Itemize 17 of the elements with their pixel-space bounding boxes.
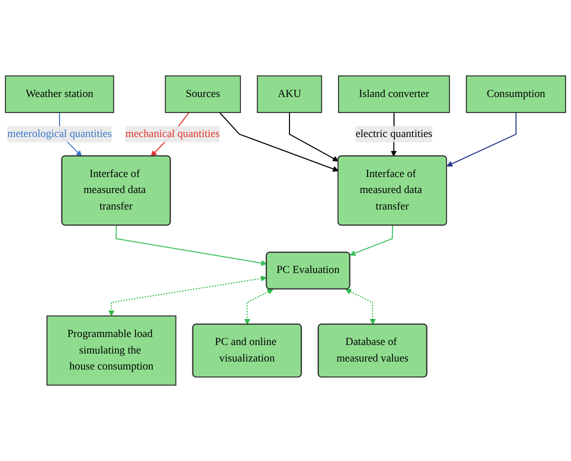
arrow (219, 112, 339, 172)
arrow (345, 288, 376, 325)
node-box: Programmable load simulating the house consumption (46, 315, 176, 386)
node-box: Weather station (4, 75, 114, 113)
edge-label: meterological quantities (7, 128, 112, 140)
node-box: Sources (164, 75, 241, 113)
arrow (350, 225, 394, 256)
node-box: Island converter (338, 75, 450, 113)
arrow (116, 225, 267, 266)
arrow (446, 112, 516, 167)
edge-label: electric quantities (356, 128, 432, 140)
node-box: Consumption (466, 75, 566, 113)
arrow (244, 289, 274, 325)
node-box: AKU (256, 75, 322, 113)
edge-label: mechanical quantities (125, 128, 220, 140)
arrow (288, 112, 339, 162)
arrow (108, 276, 267, 316)
